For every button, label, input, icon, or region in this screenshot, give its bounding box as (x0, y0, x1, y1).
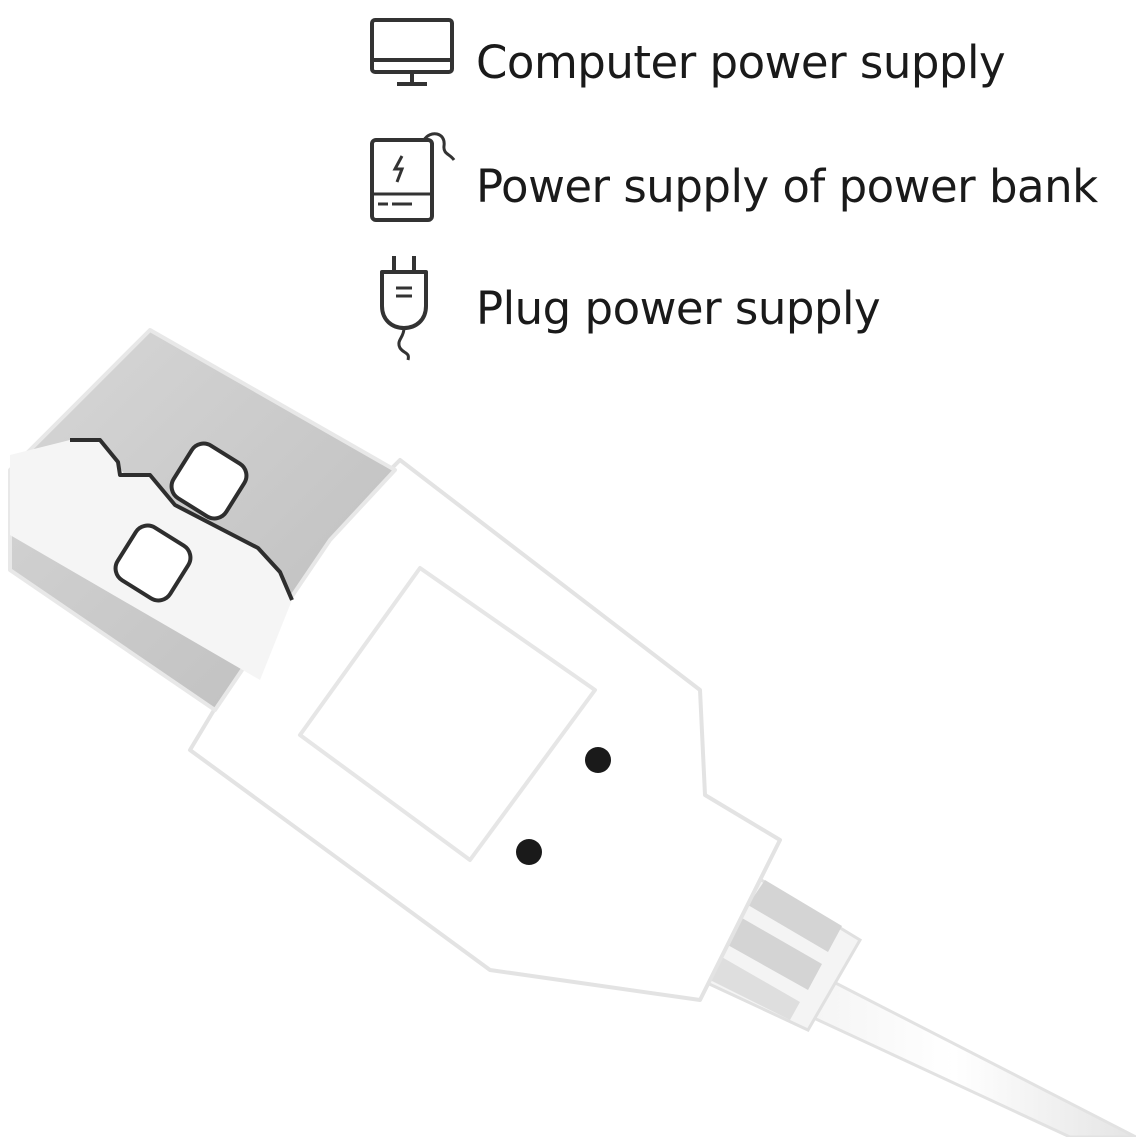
housing-dot-top (585, 747, 611, 773)
housing-dot-bottom (516, 839, 542, 865)
monitor-icon (370, 18, 454, 86)
feature-label-plug: Plug power supply (476, 282, 881, 335)
usb-shell-hole-bottom (113, 523, 193, 603)
usb-shell-edge-line (70, 438, 294, 601)
plug-icon (380, 256, 428, 361)
feature-label-computer: Computer power supply (476, 36, 1006, 89)
housing-inner-panel (298, 566, 597, 862)
usb-shell-hole-top (169, 441, 249, 521)
feature-item-computer: Computer power supply (364, 10, 1134, 120)
feature-item-plug: Plug power supply (364, 254, 1134, 364)
feature-item-power-bank: Power supply of power bank (364, 132, 1134, 242)
power-bank-icon (370, 132, 456, 222)
usb-cable (771, 973, 1136, 1137)
feature-label-power-bank: Power supply of power bank (476, 160, 1098, 213)
